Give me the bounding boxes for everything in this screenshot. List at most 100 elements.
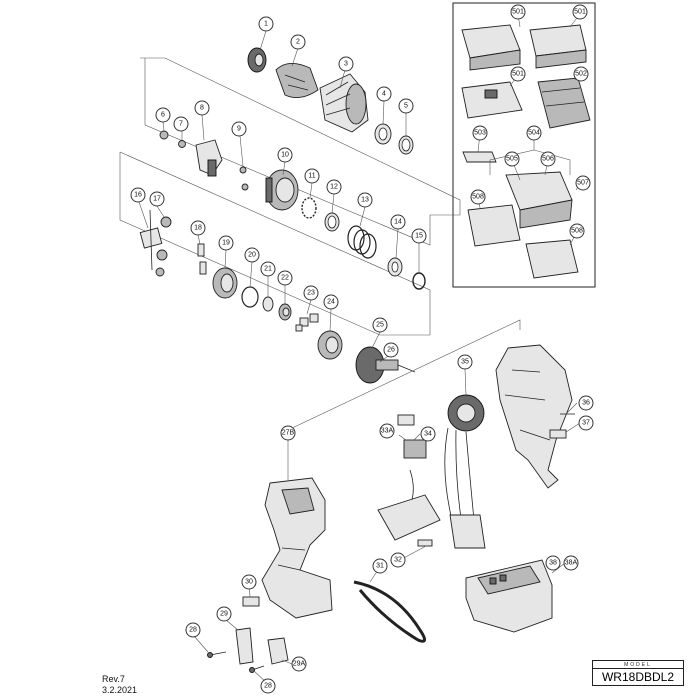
svg-text:30: 30 [245,579,253,586]
callout-17: 17 [149,191,165,207]
controller-board [377,494,486,549]
callout-1: 1 [258,16,274,32]
part-5-washer [398,135,414,155]
part-508-inserts [467,204,579,279]
model-caption: MODEL [593,662,683,669]
callout-32: 32 [390,552,406,568]
part-16-spindle [139,209,163,271]
callout-501-b: 501 [572,4,588,20]
part-504-case-open [505,171,573,229]
part-14-washer [387,257,403,277]
callout-29a: 29A [291,656,307,672]
svg-text:501: 501 [574,9,586,16]
part-503-belt-clip [462,151,497,163]
svg-text:4: 4 [382,91,386,98]
part-36-housing-right [495,344,573,489]
svg-text:17: 17 [153,196,161,203]
svg-text:34: 34 [424,431,432,438]
callout-9: 9 [231,121,247,137]
callout-14: 14 [390,214,406,230]
svg-text:27B: 27B [282,430,295,437]
svg-text:16: 16 [134,192,142,199]
svg-text:23: 23 [307,290,315,297]
part-37-screws [549,413,575,439]
part-24-housing [317,330,343,360]
part-3-chuck [319,73,369,133]
callout-38: 38 [545,555,561,571]
part-8-anvil [195,139,223,177]
callout-506: 506 [540,151,556,167]
svg-text:10: 10 [281,152,289,159]
svg-text:505: 505 [506,156,518,163]
front-assembly-frame [140,57,461,246]
callout-505: 505 [504,151,520,167]
svg-text:501: 501 [512,9,524,16]
gear-assembly-frame [119,151,431,336]
callout-29: 29 [216,606,232,622]
svg-text:26: 26 [387,347,395,354]
revision-label: Rev.7 [102,674,125,684]
part-6-ball [159,130,169,140]
part-21-washer [262,296,274,312]
svg-text:33A: 33A [381,428,394,435]
svg-text:22: 22 [281,275,289,282]
part-1-cap [247,47,267,73]
part-23-pins [295,313,319,332]
svg-text:3: 3 [344,61,348,68]
svg-text:13: 13 [361,197,369,204]
svg-text:508: 508 [571,228,583,235]
part-30-plate [242,596,260,607]
revision-date: 3.2.2021 [102,685,138,695]
svg-text:36: 36 [582,400,590,407]
callout-16: 16 [130,187,146,203]
svg-text:501: 501 [512,71,524,78]
part-32-label [417,539,433,547]
svg-text:18: 18 [194,225,202,232]
svg-text:15: 15 [415,233,423,240]
model-box: MODEL WR18DBDL2 [592,660,684,686]
callout-502: 502 [573,66,589,82]
svg-text:2: 2 [296,39,300,46]
part-502-case [537,77,591,129]
callout-508-b: 508 [569,223,585,239]
part-27b-housing-left [261,477,333,619]
callout-21: 21 [260,261,276,277]
callout-27b: 27B [280,425,296,441]
callout-11: 11 [304,168,320,184]
callout-38a: 38A [563,555,579,571]
callout-26: 26 [383,342,399,358]
callout-28-upper: 28 [185,622,201,638]
part-12-washer [324,212,340,232]
svg-text:504: 504 [528,130,540,137]
model-number: WR18DBDL2 [601,670,675,684]
svg-text:38A: 38A [565,560,578,567]
svg-text:5: 5 [404,103,408,110]
callout-20: 20 [244,247,260,263]
svg-text:28: 28 [264,683,272,690]
callout-13: 13 [357,192,373,208]
callout-30: 30 [241,574,257,590]
part-22-bearing [278,303,292,321]
callout-18: 18 [190,220,206,236]
callout-5: 5 [398,98,414,114]
callout-7: 7 [173,116,189,132]
part-2-sleeve [275,63,319,99]
callout-6: 6 [155,107,171,123]
svg-text:6: 6 [161,112,165,119]
callout-504: 504 [526,125,542,141]
part-28-screws [207,651,265,673]
callout-34: 34 [420,426,436,442]
callout-508-a: 508 [470,189,486,205]
callout-15: 15 [411,228,427,244]
part-501-charger-a [461,24,521,71]
svg-text:508: 508 [472,194,484,201]
callout-36: 36 [578,395,594,411]
svg-text:20: 20 [248,252,256,259]
part-34-switch [397,414,427,459]
callout-23: 23 [303,285,319,301]
svg-text:1: 1 [264,21,268,28]
part-9-ball [239,166,249,191]
part-35-stator [447,394,485,432]
part-20-o-ring [241,286,259,308]
